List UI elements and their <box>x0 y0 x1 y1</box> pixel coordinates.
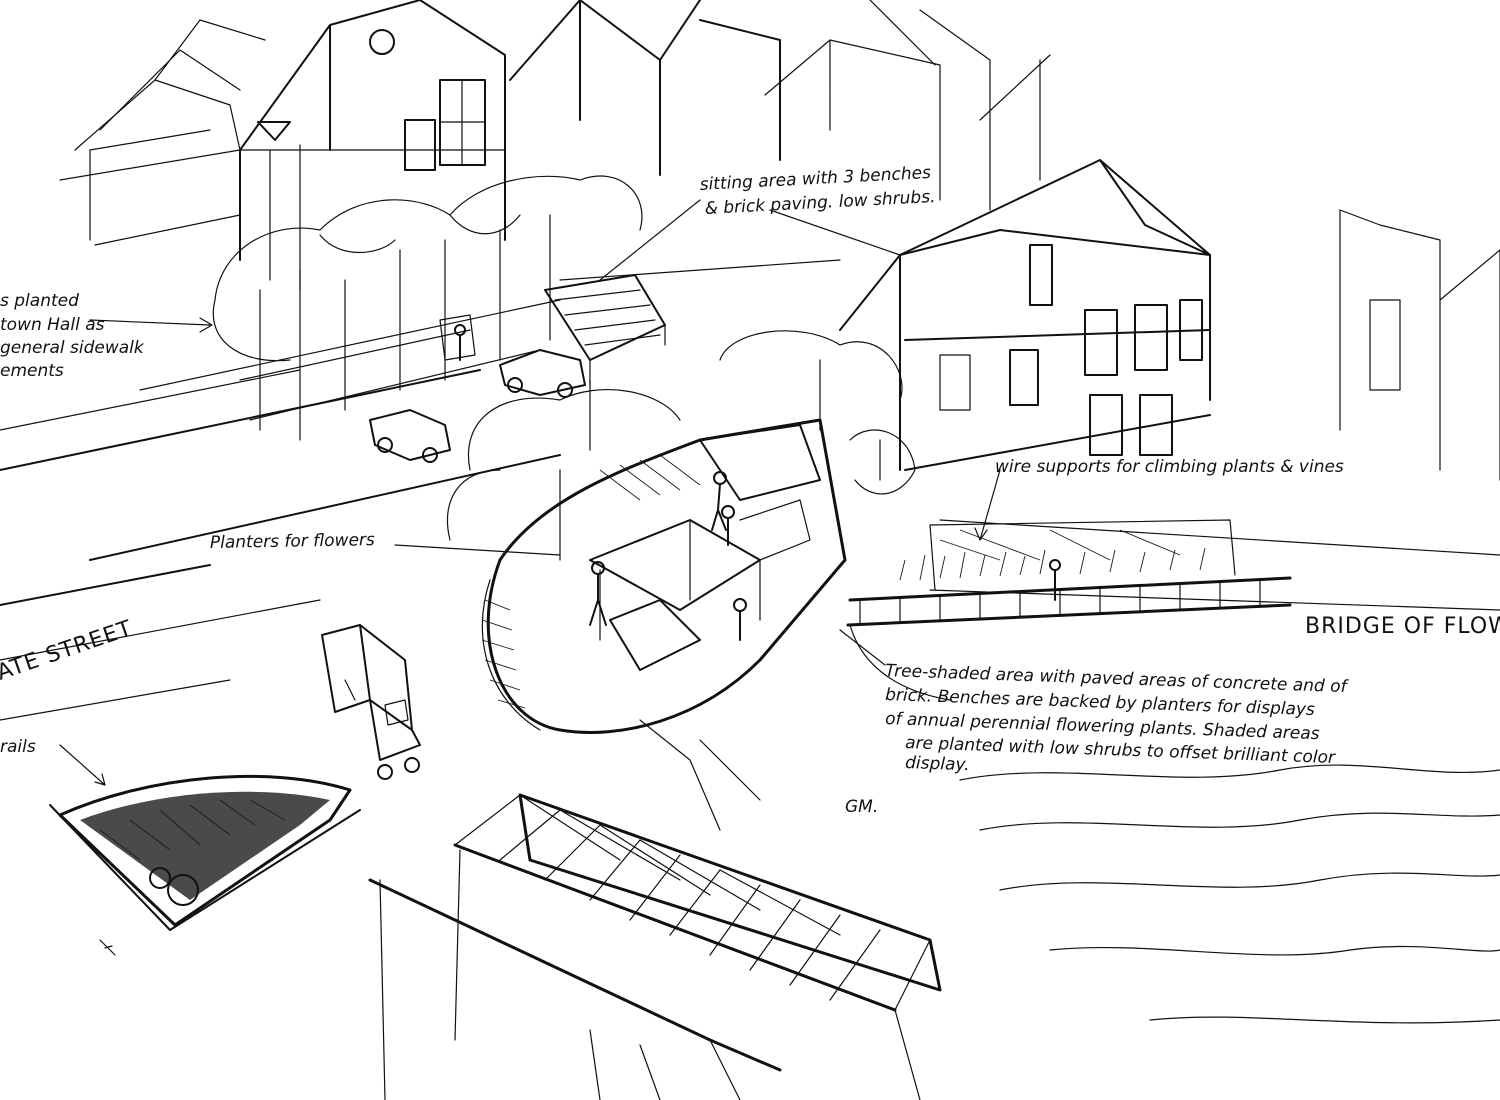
annotation-bridge-of-flowers: BRIDGE OF FLOWER <box>1305 614 1500 639</box>
people-figures <box>454 324 1061 641</box>
top-center-houses <box>509 0 1051 211</box>
leader-lines <box>59 199 1001 786</box>
annotation-planters: Planters for flowers <box>210 530 375 553</box>
sitting-area-platform <box>544 274 666 386</box>
truss-bridge <box>368 719 942 1100</box>
parked-cars <box>369 314 586 463</box>
windows <box>939 244 1203 456</box>
river-contours <box>959 764 1500 1024</box>
annotation-town-hall-4: ements <box>0 361 64 381</box>
annotation-street: ATE STREET <box>0 616 136 686</box>
bridge-of-flowers <box>846 519 1292 701</box>
right-building <box>839 159 1500 481</box>
annotation-town-hall-1: s planted <box>0 291 79 311</box>
delivery-truck <box>321 624 421 780</box>
triangle-park <box>49 774 361 956</box>
left-houses <box>59 19 266 246</box>
annotation-rails: rails <box>0 737 36 757</box>
annotation-town-hall-3: general sidewalk <box>0 338 145 358</box>
central-plaza <box>481 418 847 734</box>
town-hall-building <box>239 0 506 291</box>
annotation-wire-supports: wire supports for climbing plants & vine… <box>995 457 1344 477</box>
street-trees <box>212 175 643 441</box>
annotations: sitting area with 3 benches & brick pavi… <box>0 163 1500 817</box>
annotation-town-hall-2: town Hall as <box>0 315 105 335</box>
plaza-trees <box>446 330 916 561</box>
signature: GM. <box>845 797 878 817</box>
annotation-tree-shaded-5: display. <box>905 753 970 775</box>
